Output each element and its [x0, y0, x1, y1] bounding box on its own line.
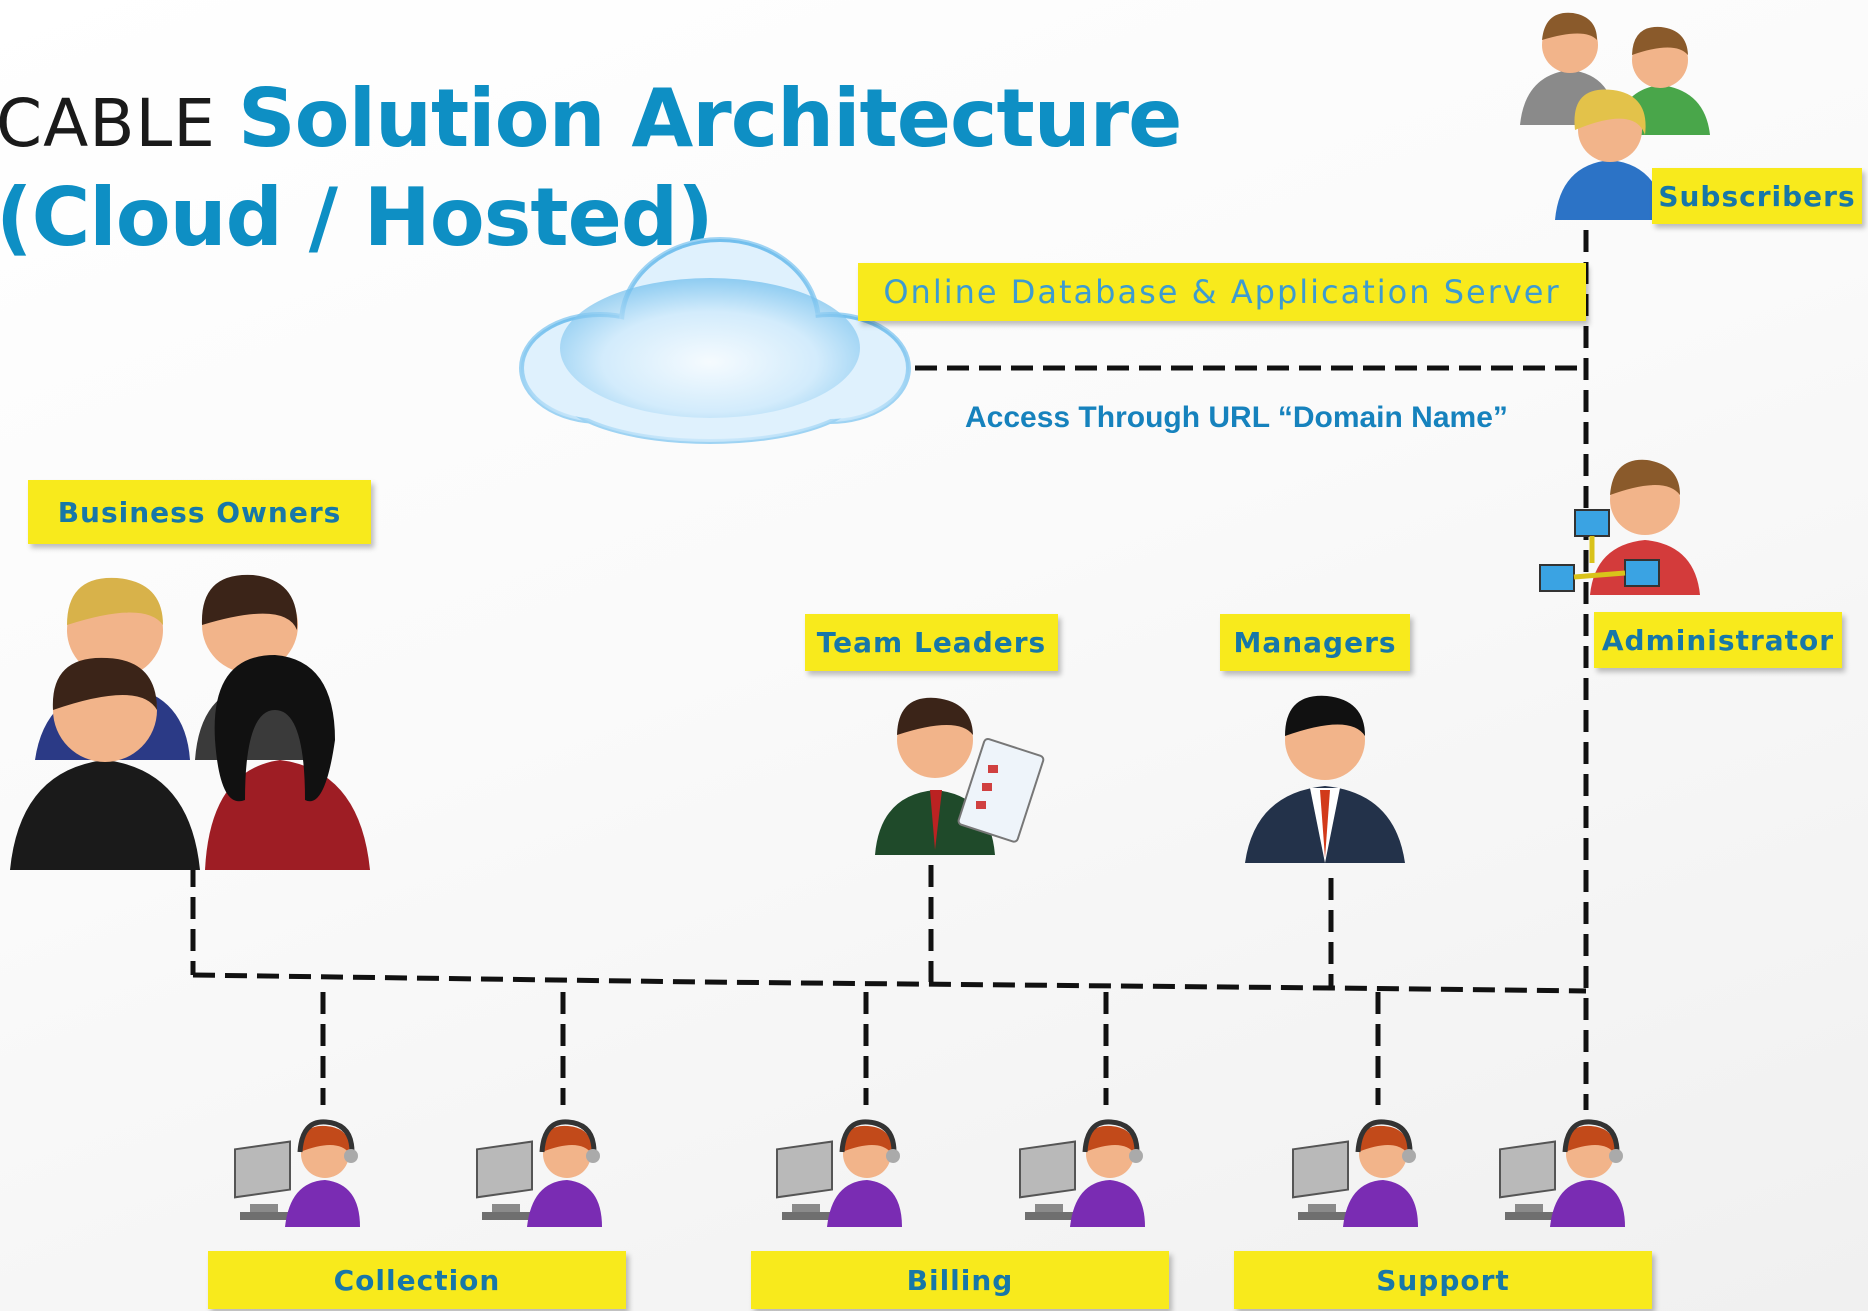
team-leader-icon	[875, 697, 1045, 855]
business-owners-label: Business Owners	[28, 480, 371, 544]
team-leaders-label: Team Leaders	[805, 614, 1058, 671]
subscribers-label: Subscribers	[1652, 168, 1862, 224]
server-label: Online Database & Application Server	[858, 263, 1586, 321]
agent-workstation-icon	[776, 1119, 902, 1227]
billing-label: Billing	[751, 1251, 1169, 1309]
support-label: Support	[1234, 1251, 1652, 1309]
administrator-label: Administrator	[1594, 612, 1842, 668]
agent-workstation-icon	[1019, 1119, 1145, 1227]
access-note: Access Through URL “Domain Name”	[965, 401, 1508, 434]
title-prefix: CABLE	[0, 85, 216, 162]
business-owners-group-icon	[10, 574, 370, 870]
subscribers-group-icon	[1520, 12, 1710, 220]
agent-workstation-icon	[1499, 1119, 1625, 1227]
connector-main-bus	[192, 972, 1587, 994]
manager-icon	[1245, 695, 1405, 863]
administrator-icon	[1539, 459, 1700, 595]
cloud-icon	[519, 237, 911, 444]
page-title: CABLE Solution Architecture (Cloud / Host…	[0, 72, 1182, 265]
collection-label: Collection	[208, 1251, 626, 1309]
title-line-2: (Cloud / Hosted)	[0, 171, 714, 264]
agent-workstation-icon	[476, 1119, 602, 1227]
agent-workstation-icon	[1292, 1119, 1418, 1227]
title-line-1: Solution Architecture	[237, 72, 1182, 165]
agent-workstation-icon	[234, 1119, 360, 1227]
managers-label: Managers	[1220, 614, 1410, 671]
